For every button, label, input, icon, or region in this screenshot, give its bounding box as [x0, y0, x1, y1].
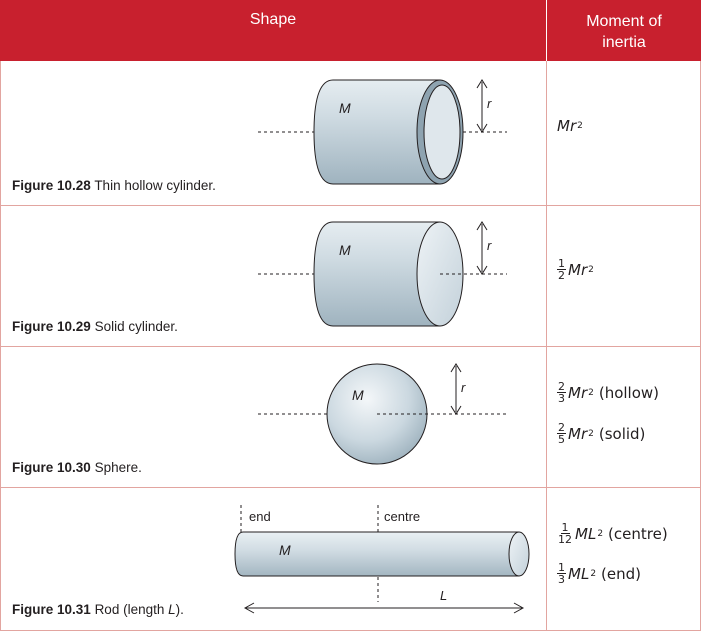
fraction-numerator: 2 — [557, 380, 566, 393]
formula-mass: Mr — [568, 260, 588, 279]
table-header — [0, 0, 701, 61]
formula-mass: Mr — [568, 424, 588, 443]
sphere-illustration — [258, 363, 507, 465]
centre-label: centre — [384, 509, 421, 524]
formula-mass: Mr — [568, 383, 588, 402]
fraction-denominator: 3 — [558, 573, 565, 586]
fraction-denominator: 12 — [558, 533, 572, 546]
figure-caption-text: Sphere. — [94, 460, 142, 475]
figure-number: Figure 10.31 — [12, 602, 91, 617]
row-divider-1 — [0, 205, 701, 206]
mass-label: M — [339, 100, 351, 116]
fraction-numerator: 1 — [557, 561, 566, 574]
formula-note: (hollow) — [598, 383, 660, 402]
formula-note: (solid) — [598, 424, 646, 443]
formula-exponent: 2 — [597, 528, 604, 539]
rod-body — [234, 531, 520, 577]
figure-caption: Figure 10.31 Rod (length L). — [12, 602, 184, 617]
radius-arrow-top — [476, 79, 488, 89]
fraction-denominator: 2 — [558, 269, 565, 282]
radius-label: r — [461, 380, 466, 395]
figure-caption-text: Thin hollow cylinder. — [94, 178, 216, 193]
figure-caption-suffix: ). — [175, 602, 184, 617]
radius-label: r — [487, 238, 492, 253]
formula-mass: ML — [568, 564, 590, 583]
figure-caption: Figure 10.29 Solid cylinder. — [12, 319, 178, 334]
header-moment-line1: Moment of — [586, 13, 662, 30]
formula-mass: ML — [575, 524, 597, 543]
radius-arrow-top — [476, 221, 488, 231]
cylinder-body — [313, 79, 441, 185]
row-divider-3 — [0, 487, 701, 488]
figure-number: Figure 10.30 — [12, 460, 91, 475]
formula-exponent: 2 — [588, 387, 594, 398]
mass-label: M — [339, 242, 351, 258]
cylinder-hollow-opening — [423, 84, 461, 180]
figure-number: Figure 10.29 — [12, 319, 91, 334]
length-label: L — [440, 588, 448, 603]
fraction-denominator: 3 — [558, 392, 565, 405]
hollow-cylinder-illustration — [258, 79, 507, 185]
length-arrow-left — [243, 602, 255, 614]
header-moment-line2: inertia — [602, 34, 646, 51]
figure-caption-text: Solid cylinder. — [94, 319, 178, 334]
formula-exponent: 2 — [590, 568, 597, 579]
formula-note: (centre) — [608, 524, 668, 543]
formula-exponent: 2 — [588, 428, 594, 439]
header-separator — [546, 0, 547, 61]
fraction-numerator: 1 — [560, 521, 570, 534]
figure-number: Figure 10.28 — [12, 178, 91, 193]
radius-label: r — [487, 96, 492, 111]
header-shape: Shape — [0, 0, 546, 61]
figure-caption: Figure 10.28 Thin hollow cylinder. — [12, 178, 216, 193]
header-shape-label: Shape — [249, 11, 297, 28]
fraction-numerator: 2 — [557, 421, 566, 434]
fraction-denominator: 5 — [558, 433, 565, 446]
figure-caption-variable: L — [168, 602, 176, 617]
solid-cylinder-illustration — [258, 221, 507, 327]
header-moment: Moment of inertia — [547, 0, 701, 61]
figure-caption-prefix: Rod (length — [94, 602, 169, 617]
radius-arrow-bottom — [476, 123, 488, 133]
mass-label: M — [279, 542, 291, 558]
figure-caption: Figure 10.30 Sphere. — [12, 460, 142, 475]
length-arrow-right — [513, 602, 525, 614]
formula-exponent: 2 — [577, 121, 583, 131]
rod-illustration — [234, 505, 530, 614]
rod-end-face — [508, 531, 530, 577]
cylinder-body — [313, 221, 441, 327]
mass-label: M — [352, 387, 364, 403]
radius-arrow-bottom — [476, 265, 488, 275]
end-label: end — [249, 509, 271, 524]
column-divider — [546, 61, 547, 630]
radius-arrow-top — [450, 363, 462, 373]
radius-arrow-bottom — [450, 405, 462, 415]
row-divider-2 — [0, 346, 701, 347]
formula-mass: Mr — [557, 117, 577, 135]
fraction-numerator: 1 — [557, 257, 566, 270]
formula-note: (end) — [601, 564, 642, 583]
formula-exponent: 2 — [588, 264, 594, 275]
